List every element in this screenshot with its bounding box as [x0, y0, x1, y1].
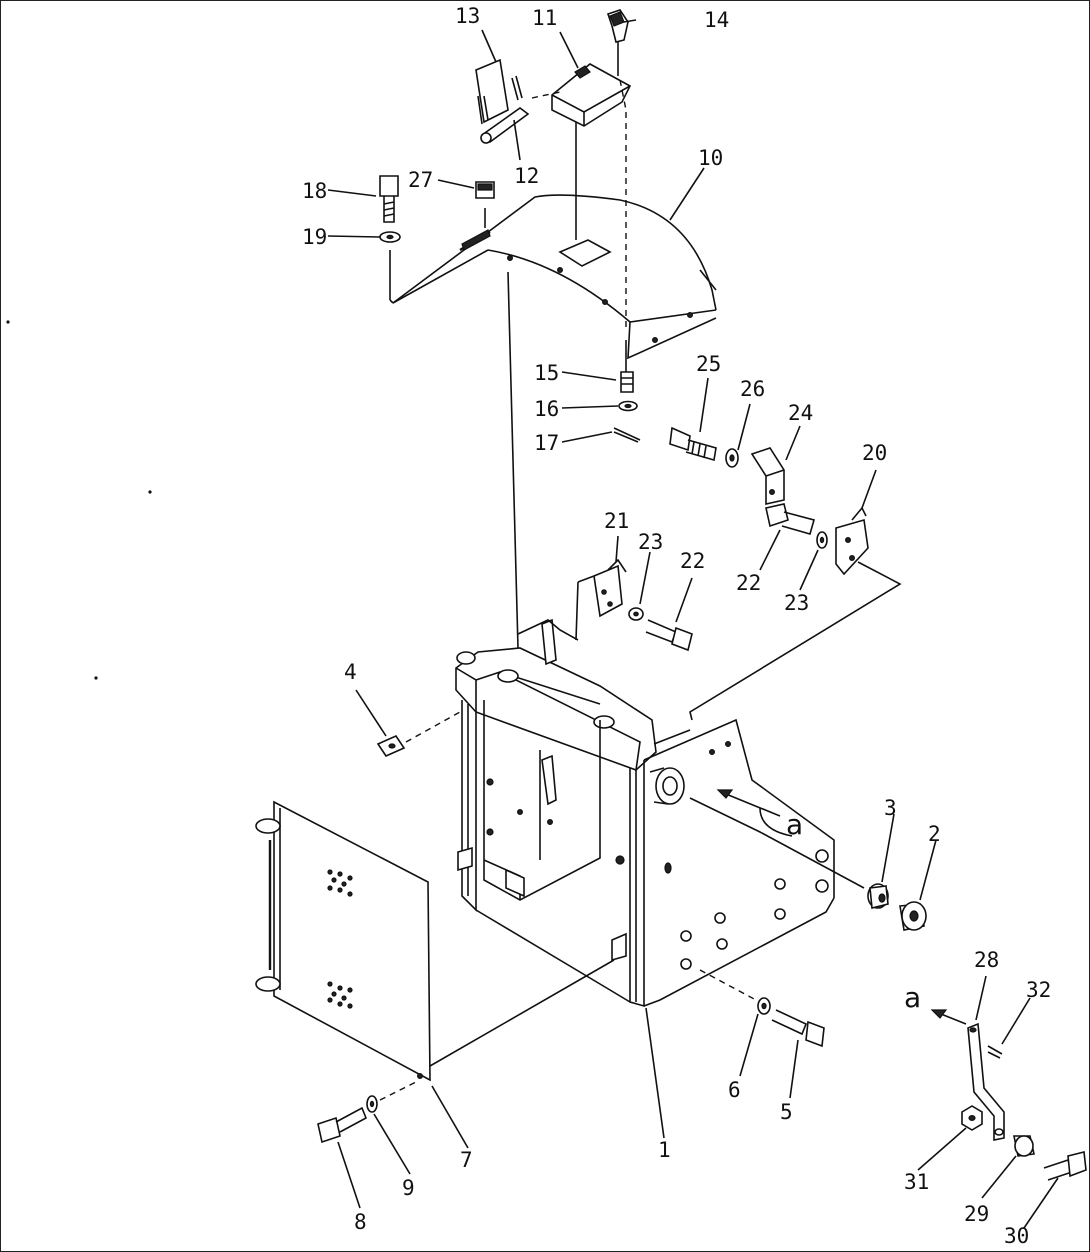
callout-23-upper: 23 — [638, 530, 664, 554]
callout-10: 10 — [698, 146, 724, 170]
washer-part-19 — [379, 231, 401, 243]
spring-part-15 — [620, 371, 634, 393]
callout-30: 30 — [1004, 1224, 1030, 1248]
callout-19: 19 — [302, 225, 328, 249]
hinge-part-21 — [593, 558, 627, 618]
callout-26: 26 — [740, 377, 766, 401]
callout-32: 32 — [1026, 978, 1052, 1002]
view-arrow-a-lever — [930, 1009, 967, 1025]
view-label-a-lever: a — [904, 981, 922, 1014]
collar-part-29 — [1013, 1135, 1035, 1157]
clip-part-13 — [475, 58, 523, 125]
washer-part-23a — [628, 607, 644, 621]
callout-15: 15 — [534, 361, 560, 385]
callout-23-lower: 23 — [784, 591, 810, 615]
callout-14: 14 — [704, 8, 730, 32]
washer-part-16 — [618, 400, 638, 412]
bracket-part-24 — [750, 447, 785, 505]
bolt-part-8 — [317, 1106, 368, 1144]
bolt-part-30 — [1043, 1151, 1087, 1181]
bolt-part-4 — [376, 734, 406, 758]
callout-1: 1 — [658, 1138, 671, 1162]
callout-31: 31 — [904, 1170, 930, 1194]
callout-25: 25 — [696, 352, 722, 376]
callout-13: 13 — [455, 4, 481, 28]
lever-part-28 — [967, 1022, 1005, 1141]
bolt-part-5 — [771, 1009, 825, 1048]
callout-27: 27 — [408, 168, 434, 192]
leader-lines — [327, 19, 1059, 1229]
callout-5: 5 — [780, 1100, 793, 1124]
washer-part-26 — [725, 448, 739, 468]
pin-part-12 — [480, 107, 530, 144]
frame-part-1 — [455, 618, 835, 1008]
bolt-part-22b — [765, 503, 815, 535]
callout-21: 21 — [604, 509, 630, 533]
pin-part-32 — [987, 1045, 1003, 1059]
cover-part-10 — [392, 194, 717, 360]
callout-22-upper: 22 — [680, 549, 706, 573]
callout-11: 11 — [532, 6, 558, 30]
callout-29: 29 — [964, 1202, 990, 1226]
view-arrow-a-frame — [716, 789, 793, 837]
callout-28: 28 — [974, 948, 1000, 972]
washer-part-9 — [366, 1095, 378, 1113]
callout-20: 20 — [862, 441, 888, 465]
bushing-part-2 — [899, 901, 927, 931]
hinge-part-20 — [835, 506, 869, 576]
key-part-14 — [606, 9, 629, 76]
callout-4: 4 — [344, 660, 357, 684]
bolt-part-25 — [669, 426, 717, 462]
callout-18: 18 — [302, 179, 328, 203]
callout-7: 7 — [460, 1148, 473, 1172]
callout-6: 6 — [728, 1078, 741, 1102]
callout-22-lower: 22 — [736, 571, 762, 595]
bolt-part-22a — [645, 619, 693, 652]
callout-17: 17 — [534, 431, 560, 455]
callout-3: 3 — [884, 796, 897, 820]
view-label-a-frame: a — [786, 808, 804, 841]
bolt-part-18 — [379, 175, 399, 223]
bushing-part-3 — [867, 883, 889, 910]
callout-9: 9 — [402, 1176, 415, 1200]
callout-8: 8 — [354, 1210, 367, 1234]
lid-part-11 — [551, 63, 632, 127]
callout-12: 12 — [514, 164, 540, 188]
door-part-7 — [255, 800, 431, 1082]
washer-part-6 — [757, 997, 771, 1015]
callout-24: 24 — [788, 401, 814, 425]
callout-2: 2 — [928, 822, 941, 846]
pin-part-17 — [613, 427, 641, 443]
stopper-part-27 — [475, 181, 495, 199]
nut-part-31 — [961, 1105, 983, 1131]
washer-part-23b — [816, 531, 828, 549]
callout-16: 16 — [534, 397, 560, 421]
